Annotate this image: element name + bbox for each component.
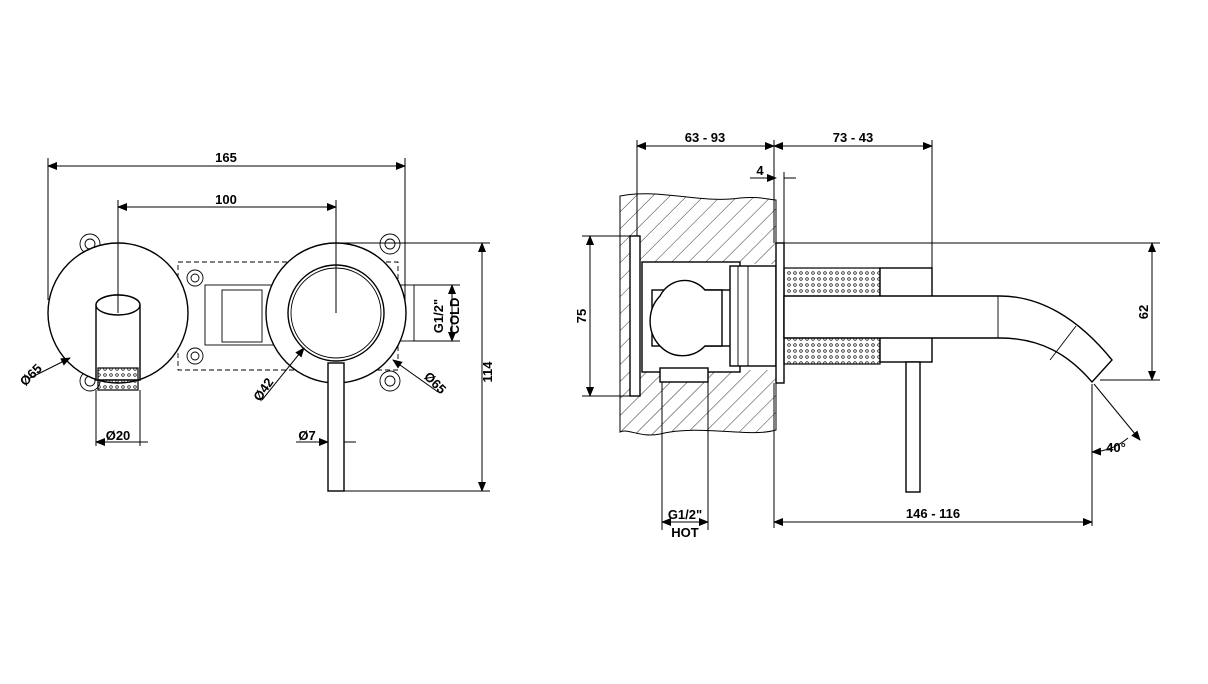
plate-thickness-label: 4 [756, 163, 764, 178]
dim-centres: 100 [117, 192, 337, 313]
cover-plate-side [775, 242, 785, 384]
dim-100-label: 100 [215, 192, 237, 207]
dim-height: 114 [336, 242, 495, 492]
spout-angle-label: 40° [1106, 440, 1126, 455]
dim-plate-dia-right: Ø65 [392, 359, 449, 397]
cold-label: COLD [447, 298, 462, 335]
plaster-plate [629, 235, 641, 397]
concealed-body-side [641, 261, 777, 383]
dim-plate-dia-left: Ø65 [17, 357, 71, 389]
spout-dia-label: Ø20 [106, 428, 131, 443]
cold-connection: G1/2" COLD [414, 284, 462, 342]
spout-side [783, 295, 1113, 384]
hot-thread-label: G1/2" [668, 507, 702, 522]
hot-label: HOT [671, 525, 699, 540]
dim-spout-angle: 40° [1091, 383, 1141, 526]
dim-projection: 146 - 116 [773, 383, 1093, 528]
dim-165-label: 165 [215, 150, 237, 165]
plate-height-label: 75 [574, 309, 589, 323]
dim-lever-dia: Ø7 [296, 428, 356, 446]
lever-front [327, 362, 345, 492]
dim-spout-height: 62 [784, 242, 1160, 381]
side-view: 63 - 93 73 - 43 4 75 62 [574, 130, 1160, 540]
front-view: 165 100 114 G1/2" COLD Ø65 [17, 150, 495, 492]
spout-height-label: 62 [1136, 305, 1151, 319]
lever-dia-label: Ø7 [298, 428, 315, 443]
plate-dia-right-label: Ø65 [421, 369, 449, 397]
lever-side [905, 361, 921, 493]
dim-plate-thickness: 4 [750, 163, 796, 243]
cold-thread-label: G1/2" [431, 299, 446, 333]
hot-connection: G1/2" HOT [661, 382, 709, 540]
depth-body-label: 63 - 93 [685, 130, 725, 145]
dim-plate-height: 75 [574, 235, 630, 397]
projection-label: 146 - 116 [906, 506, 960, 521]
depth-spout-label: 73 - 43 [833, 130, 873, 145]
plate-dia-left-label: Ø65 [17, 361, 45, 389]
dim-depth-spout: 73 - 43 [773, 130, 933, 268]
dim-114-label: 114 [480, 361, 495, 383]
dim-depth-body: 63 - 93 [636, 130, 775, 243]
dim-spout-dia: Ø20 [95, 390, 148, 446]
handle-dia-label: Ø42 [250, 375, 276, 404]
dim-width-overall: 165 [47, 150, 406, 300]
aerator [97, 367, 139, 391]
